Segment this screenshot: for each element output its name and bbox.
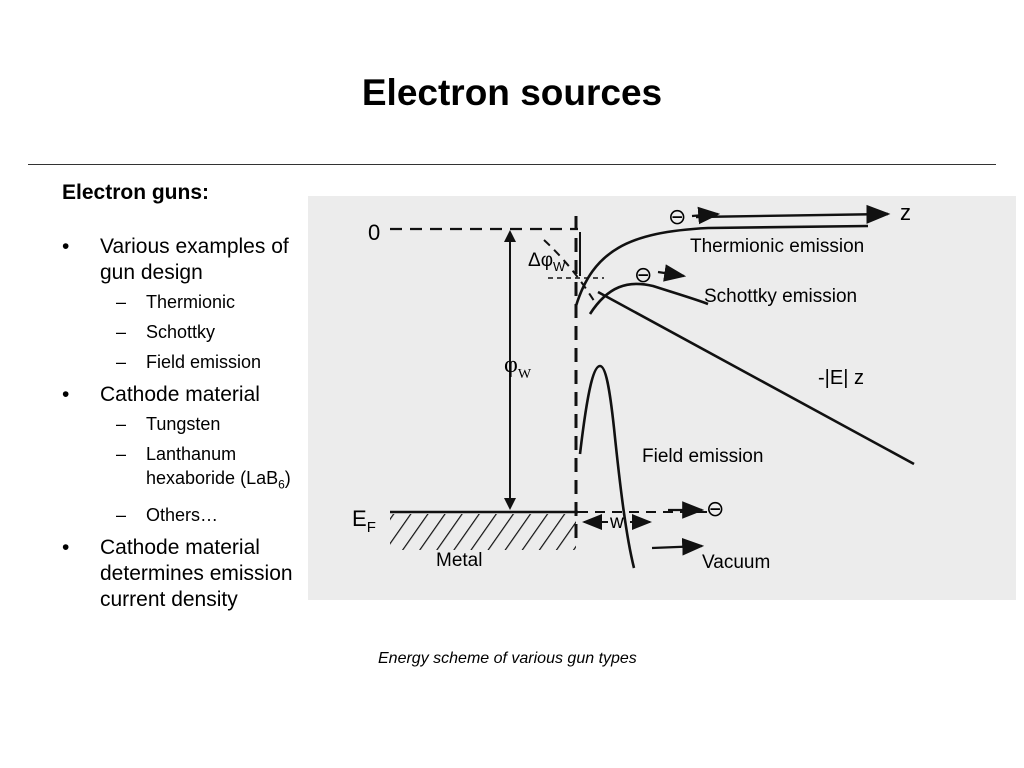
- image-potential-dashed: [543, 239, 597, 305]
- energy-diagram: ⊖ ⊖ ⊖ 0 z Thermionic emission Schottky e…: [308, 196, 1016, 600]
- field-line: [597, 290, 915, 466]
- field-emission-label: Field emission: [642, 446, 763, 467]
- phi-w-label: φW: [504, 352, 532, 382]
- phi-w-arrowhead-bottom: [504, 498, 516, 510]
- schottky-electron-icon: ⊖: [634, 263, 652, 288]
- sub-item-thermionic: Thermionic: [100, 290, 312, 314]
- vacuum-arrow: [651, 537, 705, 556]
- phi-w-arrowhead-top: [504, 230, 516, 242]
- vacuum-label: Vacuum: [702, 552, 770, 573]
- neg-ez-label: -|E| z: [818, 367, 864, 389]
- energy-diagram-svg: ⊖ ⊖ ⊖ 0 z Thermionic emission Schottky e…: [352, 200, 915, 573]
- sub-item-others: Others…: [100, 503, 312, 527]
- z-axis-label: z: [900, 200, 911, 225]
- sub-list: Tungsten Lanthanum hexaboride (LaB6) Oth…: [100, 412, 312, 527]
- sub-item-lab6: Lanthanum hexaboride (LaB6): [100, 442, 312, 497]
- sub-item-schottky: Schottky: [100, 320, 312, 344]
- ef-label: EF: [352, 506, 376, 536]
- schottky-label: Schottky emission: [704, 286, 857, 307]
- field-emission-barrier-curve: [578, 364, 636, 569]
- bullet-text: Cathode material determines emission cur…: [100, 535, 293, 611]
- bullet-text: Various examples of gun design: [100, 235, 289, 284]
- sub-item-tungsten: Tungsten: [100, 412, 312, 436]
- zero-level-label: 0: [368, 220, 380, 245]
- bullet-gun-design: Various examples of gun design Thermioni…: [62, 234, 312, 374]
- field-electron-icon: ⊖: [706, 497, 724, 522]
- bullet-cathode-material: Cathode material Tungsten Lanthanum hexa…: [62, 382, 312, 527]
- z-axis-arrow: [695, 204, 891, 224]
- bullet-panel: Electron guns: Various examples of gun d…: [62, 180, 312, 621]
- delta-phi-label: ΔφW: [528, 250, 566, 274]
- thermionic-label: Thermionic emission: [690, 236, 864, 257]
- lab6-close: ): [284, 468, 291, 488]
- metal-hatch: [390, 514, 576, 550]
- schottky-barrier-curve: [588, 282, 709, 315]
- schottky-electron-arrow: [657, 264, 687, 282]
- sub-item-field-emission: Field emission: [100, 350, 312, 374]
- lab6-subscript: 6: [278, 477, 285, 492]
- thermionic-electron-arrow: [691, 206, 721, 225]
- lab6-text: Lanthanum hexaboride (LaB: [146, 444, 279, 488]
- section-heading: Electron guns:: [62, 181, 210, 204]
- bullet-text: Cathode material: [100, 383, 260, 406]
- metal-label: Metal: [436, 550, 482, 571]
- title-divider: [28, 164, 996, 165]
- w-label: w: [609, 512, 624, 533]
- slide-title: Electron sources: [361, 72, 663, 113]
- bullet-list: Various examples of gun design Thermioni…: [62, 234, 312, 613]
- thermionic-electron-icon: ⊖: [668, 205, 686, 230]
- figure-caption: Energy scheme of various gun types: [378, 650, 637, 667]
- sub-list: Thermionic Schottky Field emission: [100, 290, 312, 374]
- bullet-emission-density: Cathode material determines emission cur…: [62, 535, 312, 613]
